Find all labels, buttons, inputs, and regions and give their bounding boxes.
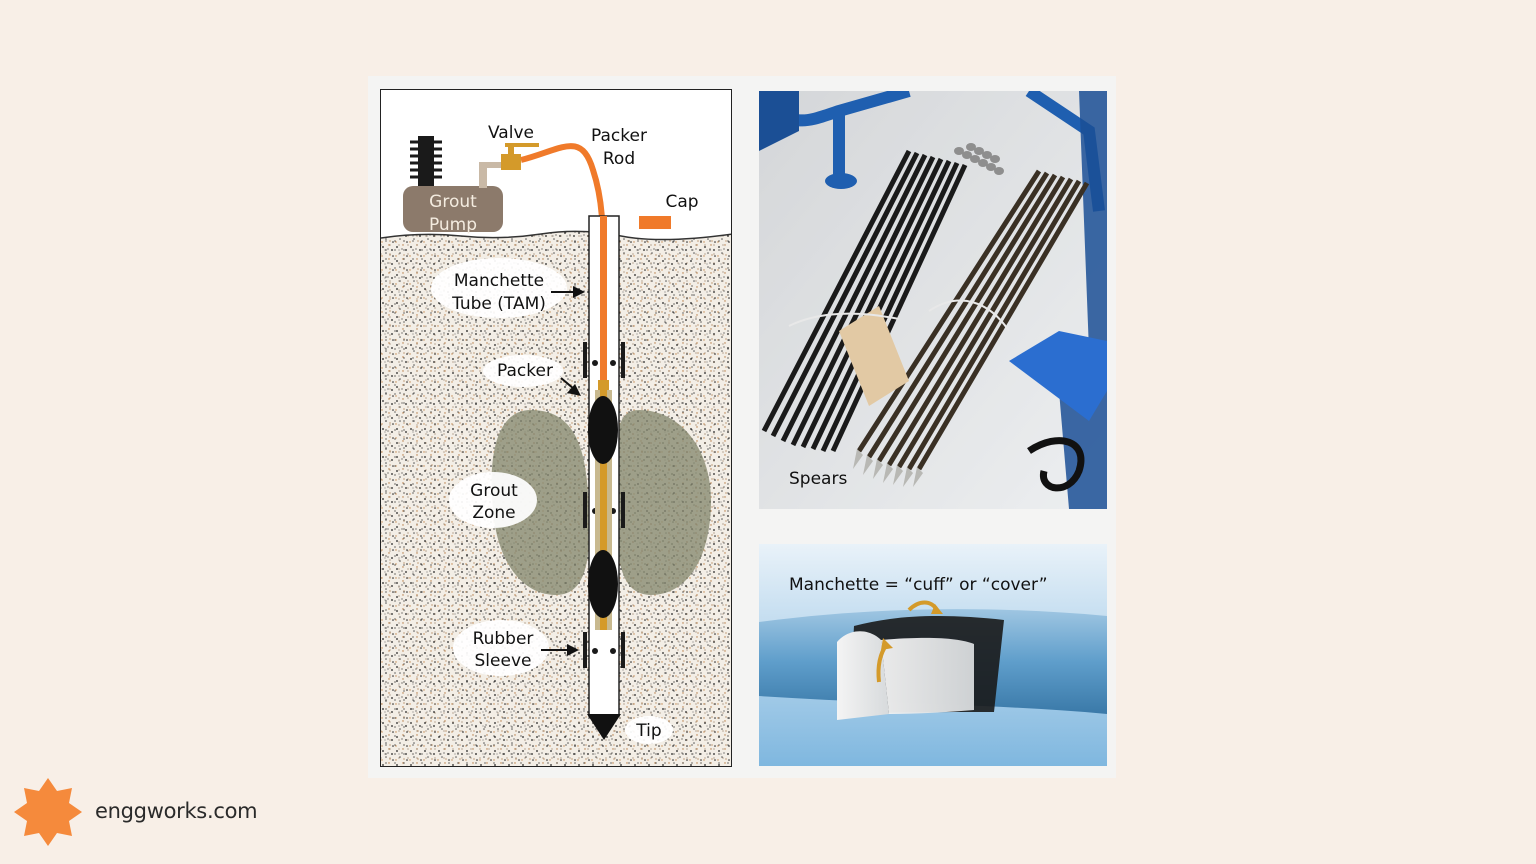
brand-name[interactable]: enggworks.com <box>95 799 258 823</box>
packer-lower <box>588 550 618 618</box>
brand-logo-icon <box>14 778 82 846</box>
label-tip: Tip <box>635 721 661 741</box>
pipe-caption: Manchette = “cuff” or “cover” <box>789 575 1048 595</box>
manchette-pipe-illustration: Manchette = “cuff” or “cover” <box>759 544 1107 766</box>
tube-tip <box>587 714 621 740</box>
label-grout-zone-1: Grout <box>470 481 518 501</box>
label-packer-rod-1: Packer <box>591 126 647 146</box>
rod-bundle-black <box>761 149 968 453</box>
spears-photo-svg: Spears <box>759 91 1107 509</box>
label-packer-rod-2: Rod <box>603 149 635 169</box>
photo-caption: Spears <box>789 469 847 489</box>
label-cap: Cap <box>665 192 698 212</box>
grout-pump <box>403 136 503 232</box>
spears-photo: Spears <box>759 91 1107 509</box>
packer-upper <box>588 396 618 464</box>
label-grout-pump-1: Grout <box>429 192 477 212</box>
label-grout-zone-2: Zone <box>472 503 515 523</box>
label-packer: Packer <box>497 361 553 381</box>
sleeve-flap <box>837 631 889 720</box>
label-rubber-sleeve-1: Rubber <box>473 629 534 649</box>
cap <box>639 216 671 229</box>
pump-outlet-pipe <box>479 162 487 188</box>
spear-tips <box>853 449 923 487</box>
manchette-pipe-svg: Manchette = “cuff” or “cover” <box>759 544 1107 766</box>
tam-diagram: Valve Packer Rod Cap Grout Pump Manchett… <box>380 89 732 767</box>
label-manchette-tube-1: Manchette <box>454 271 544 291</box>
label-grout-pump-2: Pump <box>429 215 477 235</box>
label-manchette-tube-2: Tube (TAM) <box>451 294 546 314</box>
paper-sleeve <box>839 306 909 406</box>
valve <box>501 143 539 170</box>
label-rubber-sleeve-2: Sleeve <box>475 651 532 671</box>
tam-diagram-svg: Valve Packer Rod Cap Grout Pump Manchett… <box>381 123 731 766</box>
label-valve: Valve <box>488 123 534 143</box>
rod-bundle-brown <box>856 169 1090 471</box>
brand: enggworks.com <box>12 776 312 848</box>
